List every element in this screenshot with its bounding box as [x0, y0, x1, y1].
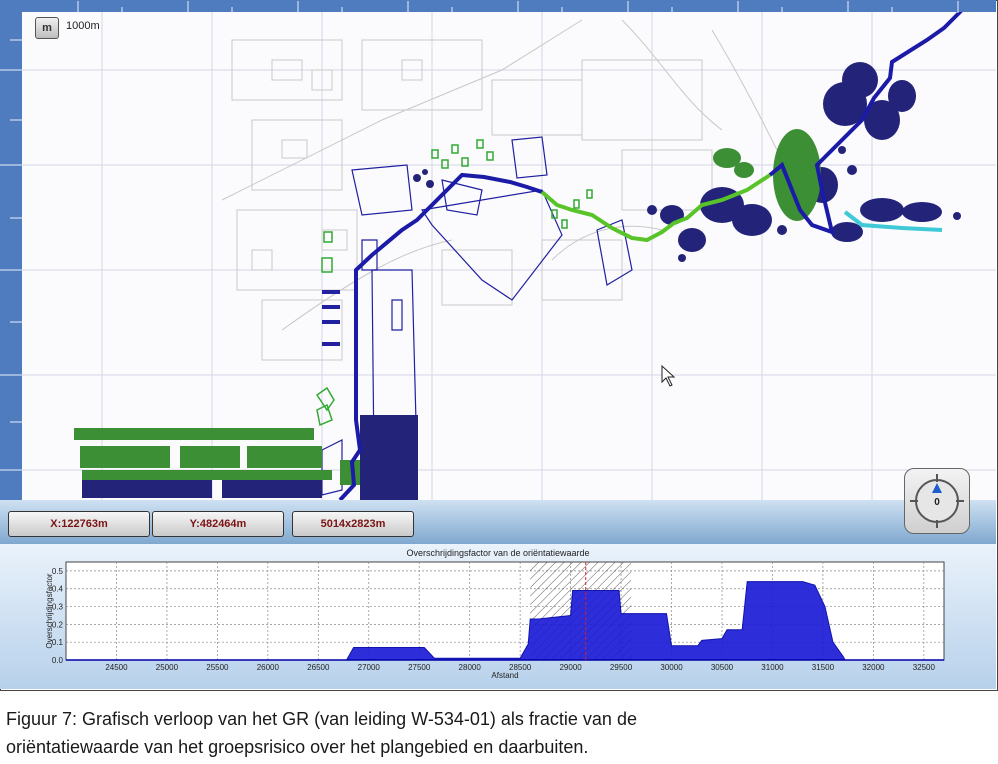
x-axis-ticks: 24500 25000 25500 26000 26500 27000 27500 28000…: [105, 663, 935, 672]
x-tick-label: 27000: [358, 663, 381, 672]
y-axis-label: Overschrijdingsfactor: [45, 573, 54, 648]
map-drawing: [22, 0, 996, 537]
scale-unit-button[interactable]: m: [35, 17, 59, 39]
compass-button[interactable]: 0: [904, 468, 970, 534]
top-ruler-ticks: [77, 1, 959, 13]
left-ruler-ticks: [0, 39, 22, 471]
x-coordinate-readout: X:122763m: [8, 511, 150, 537]
left-ruler: [0, 0, 22, 537]
pipeline-route: [338, 172, 543, 502]
x-tick-label: 25500: [206, 663, 229, 672]
x-tick-label: 30500: [711, 663, 734, 672]
x-axis-label: Afstand: [491, 671, 518, 680]
figure-caption: Figuur 7: Grafisch verloop van het GR (v…: [6, 705, 986, 761]
x-tick-label: 28000: [459, 663, 482, 672]
extent-readout: 5014x2823m: [292, 511, 414, 537]
x-tick-label: 27500: [408, 663, 431, 672]
y-axis-ticks: 0.0 0.1 0.2 0.3 0.4 0.5: [52, 567, 64, 665]
compass-icon: 0: [910, 474, 964, 528]
mouse-pointer-icon: [661, 364, 676, 387]
city-base-map: [221, 19, 783, 361]
chart-title: Overschrijdingsfactor van de oriëntatiew…: [406, 548, 590, 558]
scale-label: 1000m: [66, 20, 100, 32]
small-blue-marks: [322, 290, 340, 346]
x-tick-label: 32500: [913, 663, 936, 672]
x-tick-label: 26500: [307, 663, 330, 672]
x-tick-label: 26000: [257, 663, 280, 672]
map-canvas[interactable]: [22, 0, 996, 537]
x-tick-label: 31000: [761, 663, 784, 672]
top-ruler: [22, 0, 996, 13]
risk-clusters-green: [74, 129, 821, 485]
y-tick-label: 0.0: [52, 656, 64, 665]
y-tick-label: 0.4: [52, 585, 64, 594]
x-tick-label: 29500: [610, 663, 633, 672]
x-tick-label: 31500: [812, 663, 835, 672]
pipeline-branch: [843, 210, 943, 232]
caption-line-2: oriëntatiewaarde van het groepsrisico ov…: [6, 737, 589, 757]
x-tick-label: 24500: [105, 663, 128, 672]
y-tick-label: 0.1: [52, 638, 64, 647]
y-tick-label: 0.3: [52, 603, 64, 612]
green-outlines: [315, 139, 593, 427]
y-tick-label: 0.5: [52, 567, 64, 576]
x-tick-label: 29000: [559, 663, 582, 672]
y-coordinate-readout: Y:482464m: [152, 511, 284, 537]
pipeline-route-north: [768, 0, 974, 236]
x-tick-label: 30000: [660, 663, 683, 672]
x-tick-label: 28500: [509, 663, 532, 672]
caption-line-1: Figuur 7: Grafisch verloop van het GR (v…: [6, 709, 637, 729]
y-tick-label: 0.2: [52, 620, 64, 629]
risk-area: [345, 581, 846, 661]
x-tick-label: 25000: [156, 663, 179, 672]
risk-area-series: [66, 581, 944, 661]
risk-chart: 24500 25000 25500 26000 26500 27000 27500 28000…: [45, 561, 945, 680]
pipeline-route-green-segment: [540, 173, 772, 243]
x-tick-label: 32000: [862, 663, 885, 672]
compass-value: 0: [934, 497, 940, 508]
